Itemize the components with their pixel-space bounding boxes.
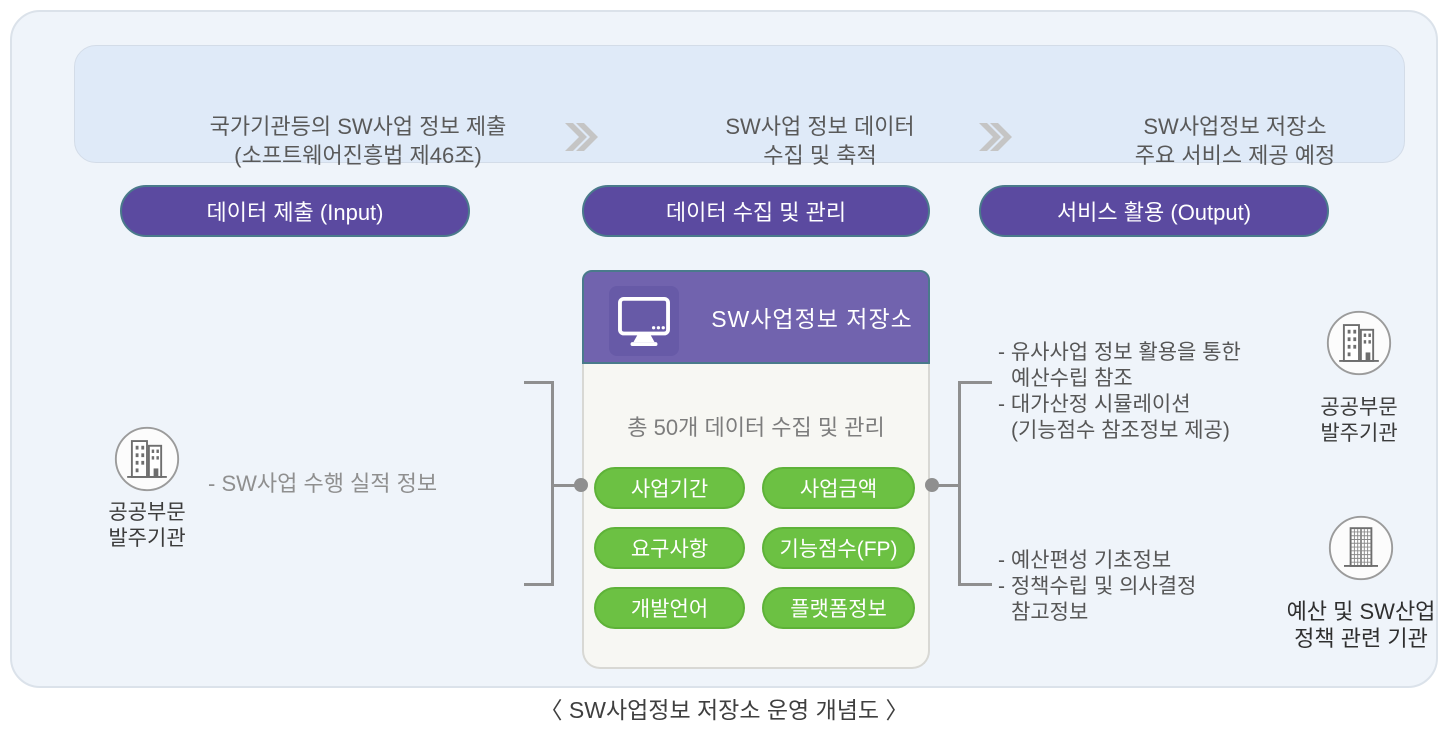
repository-card-title: SW사업정보 저장소 (711, 306, 913, 332)
right-top-entity-line1: 공공부문 (1320, 396, 1398, 419)
double-chevron-icon (565, 123, 598, 151)
office-buildings-icon (114, 426, 180, 492)
process-step-1-line1: 국가기관등의 SW사업 정보 제출 (209, 114, 507, 139)
note-line: 예산수립 참조 (1011, 367, 1133, 390)
left-entity-label-line1: 공공부문 (108, 501, 186, 524)
note-line: 참고정보 (1011, 601, 1089, 624)
data-tag-pill: 개발언어 (594, 587, 745, 629)
note-line: - 예산편성 기초정보 (998, 549, 1172, 572)
phase-pill-output: 서비스 활용 (Output) (979, 185, 1329, 237)
data-tag-pill: 플랫폼정보 (762, 587, 915, 629)
process-step-1-line2: (소프트웨어진흥법 제46조) (234, 143, 482, 168)
process-step-2-line1: SW사업 정보 데이터 (725, 114, 915, 139)
process-step-1: 국가기관등의 SW사업 정보 제출 (소프트웨어진흥법 제46조) (210, 112, 507, 170)
repository-card-subtitle: 총 50개 데이터 수집 및 관리 (627, 415, 885, 440)
left-entity-label: 공공부문 발주기관 (108, 500, 185, 552)
right-bottom-entity-line2: 정책 관련 기관 (1294, 626, 1428, 651)
left-note: - SW사업 수행 실적 정보 (208, 471, 438, 496)
note-line: (기능점수 참조정보 제공) (1011, 419, 1230, 442)
left-entity-label-line2: 발주기관 (108, 527, 186, 550)
left-bracket-top-cap (524, 381, 554, 384)
office-buildings-icon (1326, 310, 1392, 376)
note-line: - 유사사업 정보 활용을 통한 (998, 341, 1241, 364)
right-connector-dot (925, 478, 939, 492)
data-tag-pill: 요구사항 (594, 527, 745, 569)
left-bracket-stub (554, 484, 576, 487)
left-bracket-bottom-cap (524, 583, 554, 586)
phase-pill-manage: 데이터 수집 및 관리 (582, 185, 930, 237)
diagram-frame: 국가기관등의 SW사업 정보 제출 (소프트웨어진흥법 제46조) SW사업 정… (10, 10, 1438, 688)
data-tag-pill: 기능점수(FP) (762, 527, 915, 569)
data-tag-pill: 사업기간 (594, 467, 745, 509)
right-bottom-entity-label: 예산 및 SW산업 정책 관련 기관 (1287, 598, 1436, 652)
right-top-notes: - 유사사업 정보 활용을 통한 예산수립 참조 - 대가산정 시뮬레이션 (기… (998, 340, 1241, 444)
note-line: - 정책수립 및 의사결정 (998, 575, 1197, 598)
right-bracket-vertical (958, 381, 961, 586)
double-chevron-icon (979, 123, 1012, 151)
phase-pill-input: 데이터 제출 (Input) (120, 185, 470, 237)
process-step-2-line2: 수집 및 축적 (763, 143, 877, 168)
right-bracket-stub (937, 484, 958, 487)
process-step-2: SW사업 정보 데이터 수집 및 축적 (725, 112, 914, 170)
data-tag-pill: 사업금액 (762, 467, 915, 509)
right-bottom-entity-line1: 예산 및 SW산업 (1286, 599, 1436, 624)
left-connector-dot (574, 478, 588, 492)
diagram-caption: 〈 SW사업정보 저장소 운영 개념도 〉 (539, 697, 909, 723)
process-banner: 국가기관등의 SW사업 정보 제출 (소프트웨어진흥법 제46조) SW사업 정… (74, 45, 1405, 168)
process-step-3: SW사업정보 저장소 주요 서비스 제공 예정 (1135, 112, 1336, 170)
right-top-entity-label: 공공부문 발주기관 (1320, 395, 1397, 447)
right-bracket-bottom-cap (958, 583, 992, 586)
process-step-3-line2: 주요 서비스 제공 예정 (1134, 143, 1336, 168)
process-step-3-line1: SW사업정보 저장소 (1143, 114, 1327, 139)
right-bracket-top-cap (958, 381, 992, 384)
monitor-icon (618, 296, 670, 346)
left-bracket-vertical (551, 381, 554, 586)
right-bottom-notes: - 예산편성 기초정보 - 정책수립 및 의사결정 참고정보 (998, 548, 1196, 626)
tower-building-icon (1328, 515, 1394, 581)
monitor-icon-tile (609, 286, 679, 356)
note-line: - 대가산정 시뮬레이션 (998, 393, 1191, 416)
right-top-entity-line2: 발주기관 (1320, 422, 1398, 445)
repository-card-header: SW사업정보 저장소 (582, 270, 930, 364)
